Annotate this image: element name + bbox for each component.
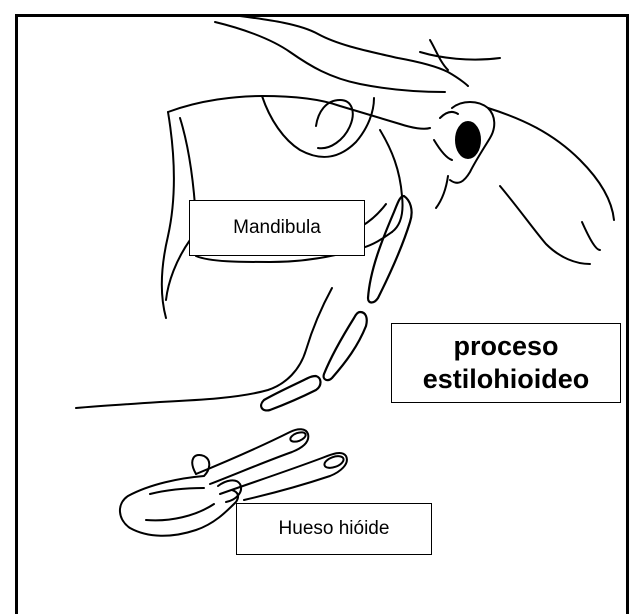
hyoid-horn-tip-1 xyxy=(289,431,307,444)
label-hueso-hioides: Hueso hióide xyxy=(236,503,432,555)
diagram-frame: Mandibula proceso estilohioideo Hueso hi… xyxy=(0,0,636,599)
label-proceso-estilohioideo: proceso estilohioideo xyxy=(391,323,621,403)
neck-front xyxy=(76,288,332,408)
label-hioides-text: Hueso hióide xyxy=(279,518,390,540)
zygomatic-arch xyxy=(168,96,430,129)
mandible-angle xyxy=(362,204,386,226)
neck-line-2 xyxy=(166,240,190,300)
styloid-segment-1 xyxy=(368,196,412,303)
styloid-segment-3 xyxy=(261,376,320,410)
styloid-segment-2 xyxy=(324,312,367,380)
hyoid-body xyxy=(120,455,238,536)
hyoid-body-inner xyxy=(146,488,214,520)
ear-canal xyxy=(456,122,480,158)
label-mandibula: Mandibula xyxy=(189,200,365,256)
neck-back xyxy=(500,186,600,264)
skull-brow xyxy=(215,22,445,92)
label-mandibula-text: Mandibula xyxy=(233,217,321,239)
ear-inner xyxy=(434,112,458,208)
label-proceso-line2: estilohioideo xyxy=(423,363,590,396)
skull-outline xyxy=(240,16,468,86)
label-proceso-line1: proceso xyxy=(453,330,558,363)
occipital xyxy=(488,108,614,220)
